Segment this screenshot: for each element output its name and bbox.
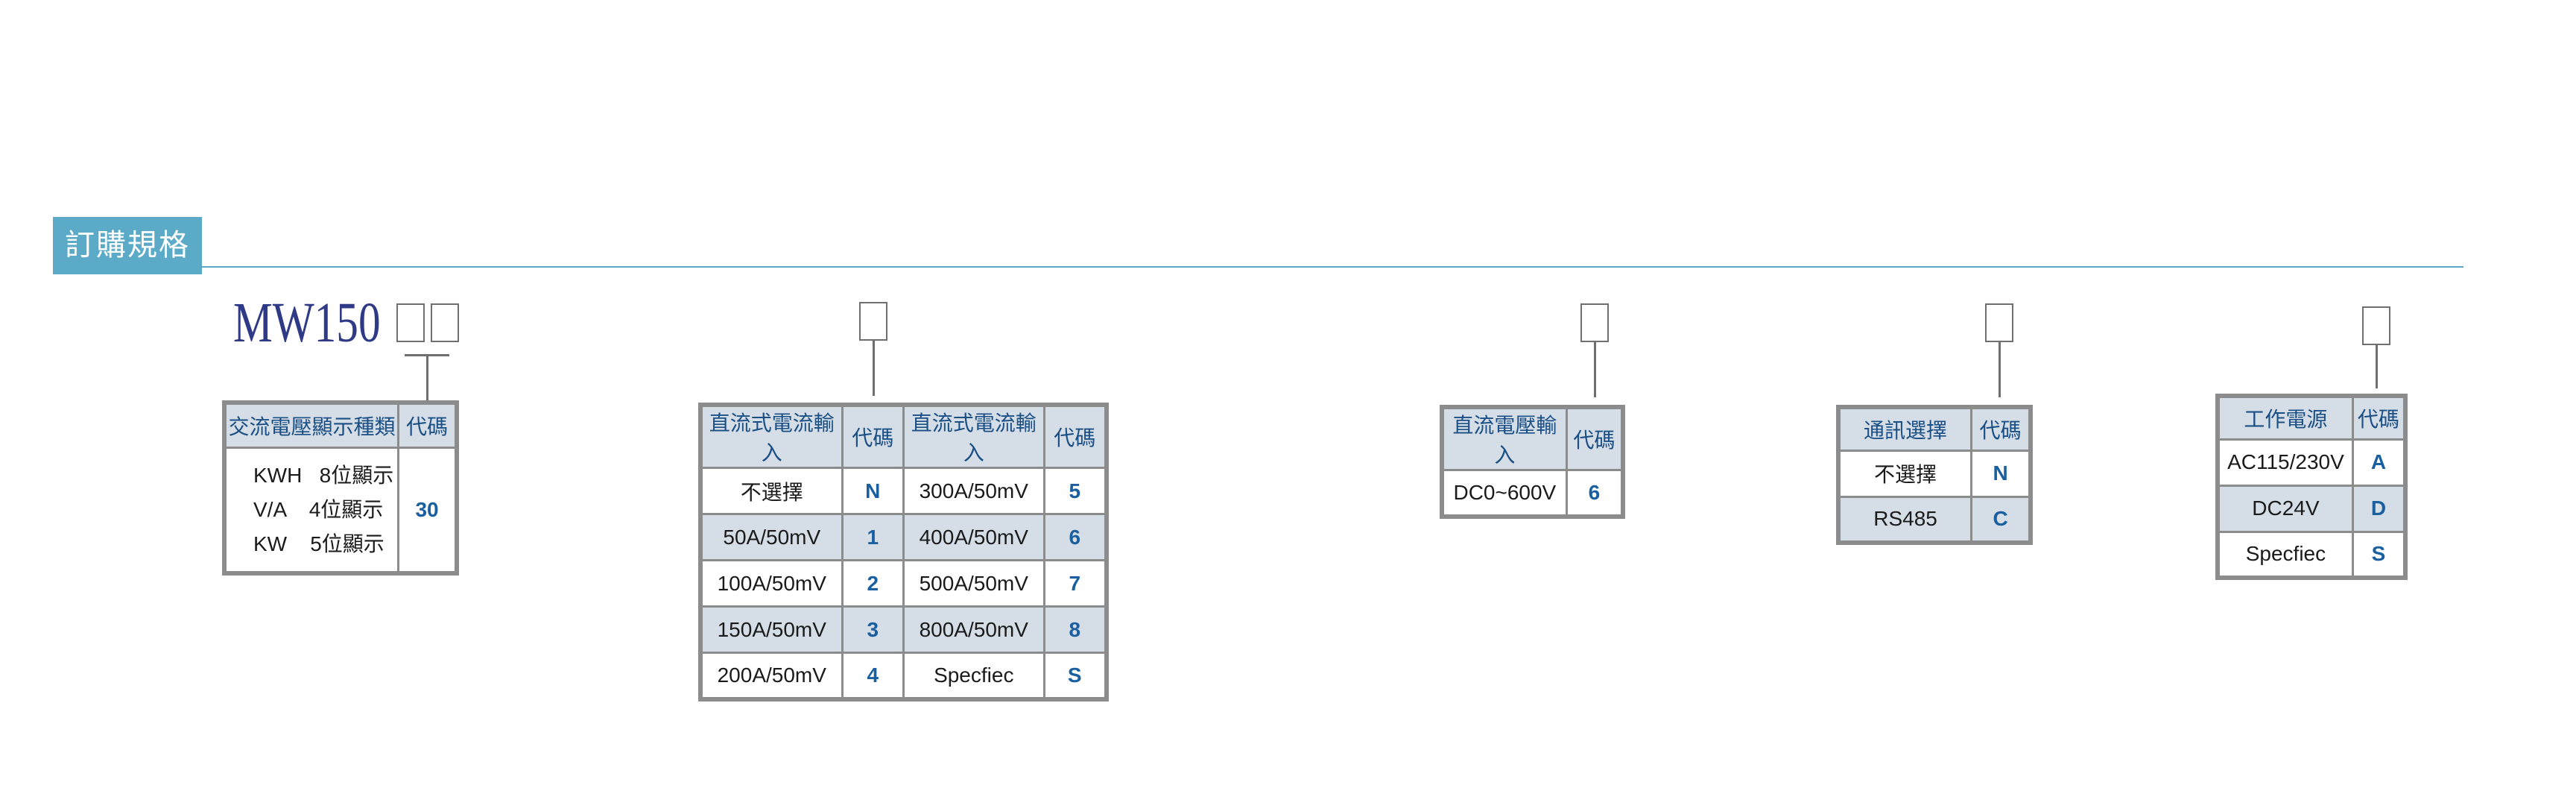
code-slot-current xyxy=(859,302,887,341)
display-option: V/A 4位顯示 xyxy=(253,497,384,521)
table-cell-code: 1 xyxy=(841,513,905,561)
table-cell: DC0~600V xyxy=(1440,469,1568,517)
display-options: KWH 8位顯示 V/A 4位顯示 KW 5位顯示 xyxy=(223,446,400,574)
current-input-table: 直流式電流輸入 代碼 直流式電流輸入 代碼 不選擇 N 300A/50mV 5 … xyxy=(698,403,1109,702)
table-cell-code: C xyxy=(1970,495,2032,544)
table-cell-code: N xyxy=(1970,449,2032,498)
section-title: 訂購規格 xyxy=(53,217,202,274)
code-slot-display-1 xyxy=(396,303,425,342)
table-cell-code: D xyxy=(2351,484,2407,533)
table-header: 代碼 xyxy=(841,403,905,469)
display-option: KW 5位顯示 xyxy=(253,532,384,555)
table-cell-code: 3 xyxy=(841,605,905,654)
connector-power xyxy=(2376,345,2378,388)
table-header: 代碼 xyxy=(397,401,458,449)
table-cell: DC24V xyxy=(2216,484,2354,533)
table-cell-code: 8 xyxy=(1042,605,1108,654)
table-cell: 200A/50mV xyxy=(699,652,844,700)
table-cell: 150A/50mV xyxy=(699,605,844,654)
table-cell: 500A/50mV xyxy=(902,559,1045,608)
display-code: 30 xyxy=(397,446,458,574)
code-slot-power xyxy=(2362,306,2390,345)
power-supply-table: 工作電源 代碼 AC115/230V A DC24V D Specfiec S xyxy=(2215,394,2408,580)
table-header: 交流電壓顯示種類 xyxy=(223,401,400,449)
code-slot-comm xyxy=(1985,303,2013,342)
table-cell-code: 7 xyxy=(1042,559,1108,608)
table-cell: AC115/230V xyxy=(2216,438,2354,487)
table-cell-code: N xyxy=(841,467,905,515)
display-option: KWH 8位顯示 xyxy=(253,463,394,487)
connector-comm xyxy=(1999,342,2001,397)
table-cell-code: A xyxy=(2351,438,2407,487)
section-divider xyxy=(202,266,2463,268)
table-cell: 300A/50mV xyxy=(902,467,1045,515)
table-cell-code: 6 xyxy=(1565,469,1624,517)
table-cell: 50A/50mV xyxy=(699,513,844,561)
table-header: 代碼 xyxy=(1565,406,1624,471)
table-cell: Specfiec xyxy=(2216,530,2354,579)
table-cell: 不選擇 xyxy=(1837,449,1973,498)
model-name: MW150 xyxy=(233,291,381,354)
table-header: 通訊選擇 xyxy=(1837,406,1973,452)
connector-current xyxy=(873,341,875,396)
table-cell-code: 4 xyxy=(841,652,905,700)
communication-table: 通訊選擇 代碼 不選擇 N RS485 C xyxy=(1836,405,2033,545)
table-cell: 不選擇 xyxy=(699,467,844,515)
table-cell: Specfiec xyxy=(902,652,1045,700)
table-header: 工作電源 xyxy=(2216,394,2354,441)
table-header: 代碼 xyxy=(1042,403,1108,469)
table-cell: 400A/50mV xyxy=(902,513,1045,561)
code-slot-voltage xyxy=(1580,303,1609,342)
table-header: 直流式電流輸入 xyxy=(699,403,844,469)
table-cell: RS485 xyxy=(1837,495,1973,544)
table-cell-code: 5 xyxy=(1042,467,1108,515)
table-header: 直流電壓輸入 xyxy=(1440,406,1568,471)
table-header: 代碼 xyxy=(2351,394,2407,441)
table-header: 直流式電流輸入 xyxy=(902,403,1045,469)
connector-display-stem xyxy=(426,354,428,400)
table-cell: 800A/50mV xyxy=(902,605,1045,654)
table-cell-code: 6 xyxy=(1042,513,1108,561)
connector-voltage xyxy=(1594,342,1596,397)
display-type-table: 交流電壓顯示種類 代碼 KWH 8位顯示 V/A 4位顯示 KW 5位顯示 30 xyxy=(222,400,459,576)
table-cell-code: S xyxy=(1042,652,1108,700)
voltage-input-table: 直流電壓輸入 代碼 DC0~600V 6 xyxy=(1440,405,1625,519)
code-slot-display-2 xyxy=(431,303,459,342)
table-header: 代碼 xyxy=(1970,406,2032,452)
table-cell: 100A/50mV xyxy=(699,559,844,608)
table-cell-code: S xyxy=(2351,530,2407,579)
table-cell-code: 2 xyxy=(841,559,905,608)
